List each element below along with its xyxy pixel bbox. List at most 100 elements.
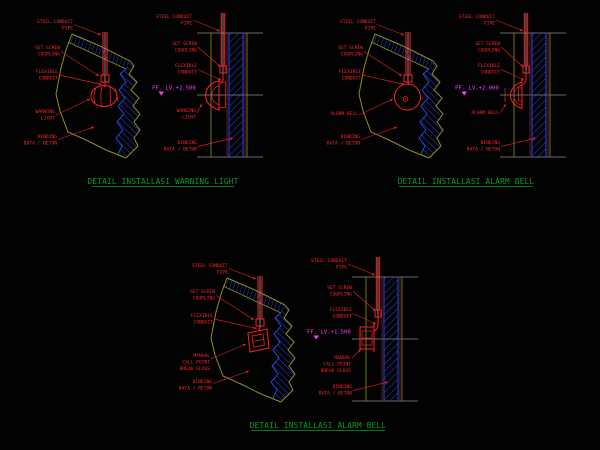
label-device: ALARM BELL (330, 111, 358, 117)
wall-top-inner-edge (67, 41, 127, 70)
leader-steel-conduit (376, 24, 405, 36)
ff-level-arrow (461, 91, 467, 96)
label-steel-conduit: STEEL CONDUIT (192, 263, 228, 269)
label-steel-conduit: PIPE (336, 265, 347, 271)
label-wall: BATA / BETON (327, 141, 360, 147)
leader-wall (352, 381, 389, 391)
leader-device (499, 103, 507, 114)
leader-wall (360, 126, 398, 140)
label-device: CALL POINT (323, 362, 351, 368)
flexible-conduit-section (220, 73, 224, 85)
label-flexible: CONDUIT (178, 70, 198, 76)
section-view: FF. LV.+1.500 STEEL CONDUIT PIPE SET SCR… (307, 257, 418, 402)
label-flexible: CONDUIT (481, 70, 501, 76)
leader-set-screw (352, 290, 376, 312)
conduit-pipe-section (374, 257, 382, 332)
label-set-screw: SET SCREW (327, 285, 352, 291)
label-set-screw: COUPLING (193, 296, 215, 302)
label-steel-conduit: PIPE (365, 26, 376, 32)
label-flexible: FLEXIBLE (191, 313, 213, 319)
leader-steel-conduit (495, 19, 524, 32)
leader-flexible (361, 74, 405, 86)
leader-wall (212, 370, 250, 384)
label-device: BREAK GLASS (321, 368, 352, 374)
label-steel-conduit: STEEL CONDUIT (459, 14, 495, 20)
conduit-pipe-iso (100, 32, 110, 87)
label-set-screw: SET SCREW (190, 289, 215, 295)
manual-call-point-device-section (359, 324, 375, 352)
label-steel-conduit: PIPE (484, 21, 495, 27)
label-flexible: FLEXIBLE (175, 63, 197, 69)
label-steel-conduit: STEEL CONDUIT (311, 258, 347, 264)
leader-steel-conduit (73, 24, 102, 36)
label-flexible: CONDUIT (194, 320, 214, 326)
wall-core-hatch (532, 33, 546, 157)
wall-core-hatch (384, 277, 398, 401)
alarm-bell-device-section (504, 80, 523, 109)
flexible-conduit-iso (258, 325, 261, 331)
ff-level-text: FF. LV.+2.000 (455, 86, 499, 92)
flexible-conduit-section (523, 73, 527, 85)
label-wall: BATA / BETON (24, 141, 57, 147)
leader-set-screw (500, 46, 524, 68)
label-steel-conduit: PIPE (62, 26, 73, 32)
label-steel-conduit: STEEL CONDUIT (37, 19, 73, 25)
wall-top-hatch (371, 34, 433, 69)
detail-title: DETAIL INSTALLASI ALARM BELL (250, 421, 387, 430)
iso-view: STEEL CONDUIT PIPE SET SCREW COUPLING FL… (179, 263, 296, 403)
leader-steel-conduit (347, 263, 376, 276)
leader-flexible (500, 69, 525, 81)
label-set-screw: COUPLING (38, 52, 60, 58)
label-device: MANUAL (193, 353, 210, 359)
label-wall: DINDING (333, 384, 353, 390)
wall-top-edge (71, 33, 131, 62)
leader-steel-conduit (228, 268, 257, 280)
iso-view: STEEL CONDUIT PIPE SET SCREW COUPLING FL… (327, 19, 444, 159)
wall-top-inner-edge (370, 41, 430, 70)
label-set-screw: SET SCREW (35, 45, 60, 51)
label-device: LIGHT (41, 116, 55, 122)
detail-title: DETAIL INSTALLASI WARNING LIGHT (87, 177, 238, 186)
label-flexible: CONDUIT (333, 314, 353, 320)
label-wall: BATA / BETON (164, 147, 197, 153)
label-set-screw: SET SCREW (338, 45, 363, 51)
detail-title: DETAIL INSTALLASI ALARM BELL (398, 177, 535, 186)
label-wall: DINDING (193, 379, 213, 385)
leader-device (196, 103, 203, 114)
leader-flexible (58, 74, 102, 86)
label-wall: DINDING (38, 134, 58, 140)
leader-steel-conduit (192, 19, 221, 32)
label-device: WARNING (36, 109, 56, 115)
leader-wall (57, 126, 95, 140)
label-flexible: FLEXIBLE (478, 63, 500, 69)
wall-side-outer-edge (428, 60, 444, 159)
ff-level-arrow (158, 91, 164, 96)
ff-level-text: FF. LV.+2.500 (152, 86, 196, 92)
label-flexible: CONDUIT (39, 76, 59, 82)
leader-device (210, 343, 247, 360)
detail-warning-light: STEEL CONDUIT PIPE SET SCREW COUPLING FL… (24, 13, 263, 187)
label-wall: BATA / BETON (319, 391, 352, 397)
label-steel-conduit: STEEL CONDUIT (156, 14, 192, 20)
label-wall: DINDING (481, 140, 501, 146)
wall-outline (55, 33, 127, 159)
wall-top-edge (226, 277, 286, 306)
label-wall: DINDING (178, 140, 198, 146)
label-set-screw: SET SCREW (475, 41, 500, 47)
wall-top-inner-edge (222, 285, 282, 314)
wall-side-inner-edge (270, 312, 282, 399)
wall-side-inner-edge (115, 68, 127, 155)
label-flexible: FLEXIBLE (330, 307, 352, 313)
alarm-bell-device-iso (394, 83, 421, 111)
detail-manual-call-point: STEEL CONDUIT PIPE SET SCREW COUPLING FL… (179, 257, 418, 431)
wall-core-hatch (229, 33, 243, 157)
label-device: BREAK GLASS (180, 366, 211, 372)
leader-set-screw (60, 51, 100, 77)
leader-wall (197, 137, 234, 147)
leader-wall (500, 137, 537, 147)
label-device: CALL POINT (182, 360, 210, 366)
wall-outline (358, 33, 430, 159)
label-flexible: FLEXIBLE (339, 69, 361, 75)
wall-top-hatch (68, 34, 130, 69)
